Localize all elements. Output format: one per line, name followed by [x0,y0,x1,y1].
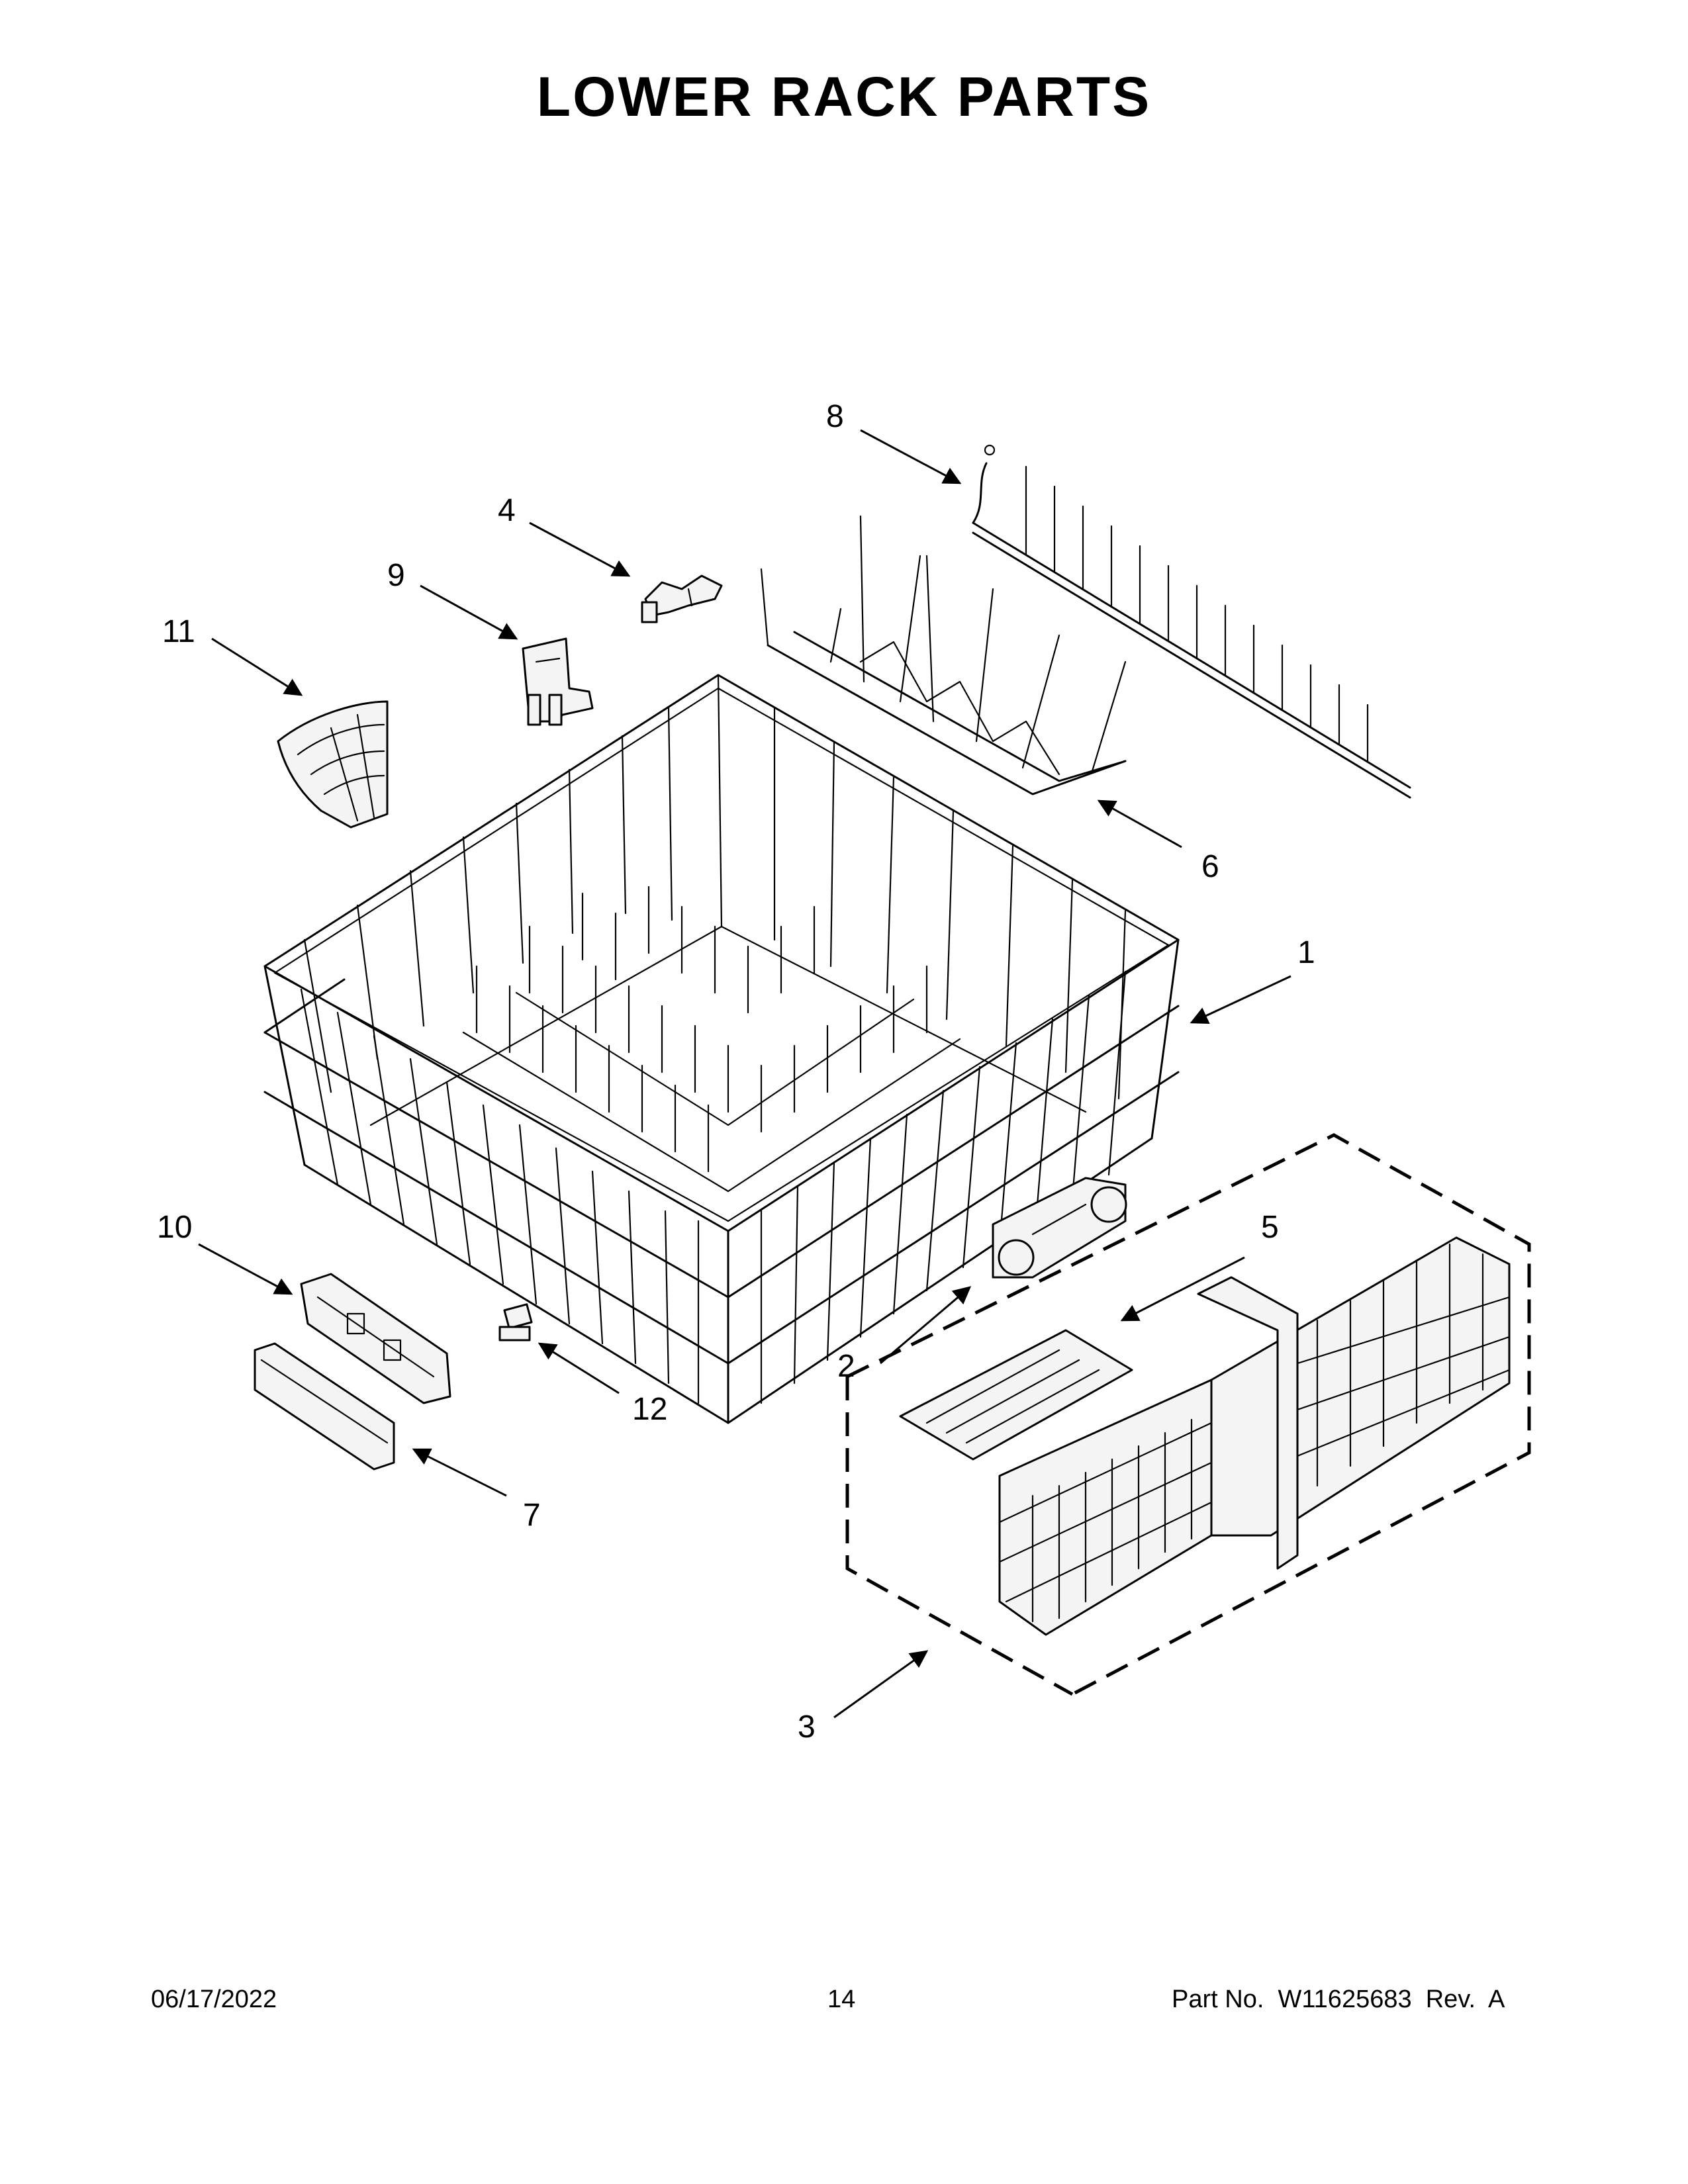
arrow-12 [538,1342,620,1394]
part-clip-4 [641,574,723,623]
arrow-5 [1120,1256,1245,1322]
callout-9: 9 [387,558,405,593]
callout-4: 4 [498,493,516,528]
callout-12: 12 [632,1392,667,1427]
footer-part-number: Part No. W11625683 Rev. A [1172,1985,1505,2013]
arrow-6 [1097,799,1182,848]
callout-8: 8 [826,399,844,434]
arrow-10 [198,1243,293,1295]
arrow-9 [420,584,518,640]
part-screw-12 [498,1303,533,1342]
part-handle-base-10 [300,1273,451,1404]
arrow-11 [211,637,303,696]
arrow-2 [880,1286,972,1365]
part-basket-lid-5 [899,1329,1133,1461]
part-handle-cover-7 [254,1342,395,1471]
arrow-1 [1190,975,1291,1024]
part-wheel-bracket-2 [992,1177,1127,1279]
callout-10: 10 [157,1210,192,1245]
arrow-3 [833,1650,929,1719]
callout-3: 3 [798,1709,816,1745]
callout-arrows [198,429,1291,1719]
part-silverware-basket-3 [845,1133,1531,1696]
callout-7: 7 [523,1498,541,1533]
arrow-7 [412,1448,507,1497]
callout-6: 6 [1201,849,1219,884]
part-curved-insert-11 [277,700,389,829]
callout-labels: 1 2 3 4 5 6 7 8 9 10 11 12 [157,399,1315,1745]
footer-date: 06/17/2022 [151,1985,277,2013]
callout-5: 5 [1261,1210,1279,1245]
callout-2: 2 [837,1349,855,1384]
callout-1: 1 [1297,935,1315,970]
part-tine-rod [972,444,1411,799]
part-tine-row [760,515,1127,796]
arrow-4 [529,522,631,577]
part-lower-rack [263,674,1180,1424]
footer-page-number: 14 [827,1985,856,2013]
callout-11: 11 [162,614,195,649]
page-title: LOWER RACK PARTS [536,66,1152,128]
part-hinge-9 [522,637,594,726]
arrow-8 [860,429,962,484]
